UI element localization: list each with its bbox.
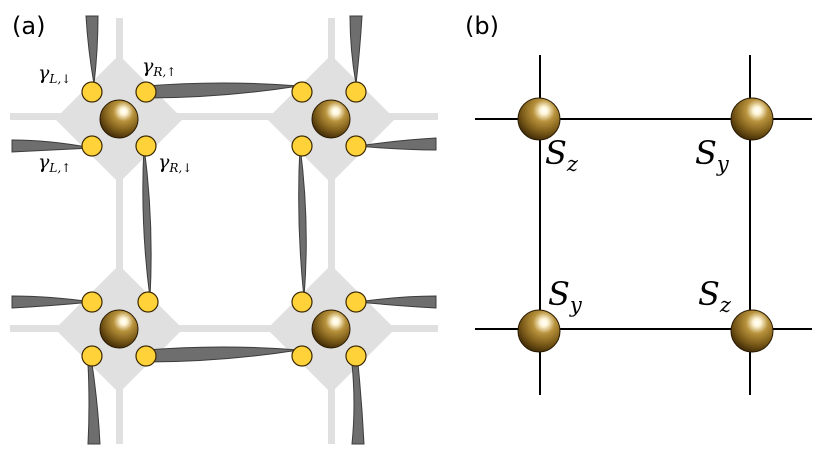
sphere-a-br <box>311 309 351 349</box>
majorana-tr-3 <box>291 135 313 157</box>
gamma-label-left-up: γL,↑ <box>38 151 71 175</box>
gamma-subscript: R,↑ <box>152 65 176 79</box>
sphere-a-tr <box>311 99 351 139</box>
spin-symbol: S <box>698 275 720 313</box>
majorana-br-4 <box>345 345 367 367</box>
majorana-tl-3 <box>81 135 103 157</box>
gamma-symbol: γ <box>38 151 50 173</box>
gamma-label-right-down: γR,↓ <box>158 151 192 175</box>
site-spheres-a <box>99 99 351 349</box>
gamma-subscript: L,↓ <box>48 72 71 86</box>
spin-label-top-left: Sz <box>545 134 579 176</box>
substrate-grid <box>10 18 438 444</box>
spin-label-bottom-left: Sy <box>548 275 583 317</box>
panel-a: (a) <box>10 12 438 445</box>
majorana-br-2 <box>345 291 367 313</box>
gamma-symbol: γ <box>158 151 170 173</box>
majorana-bl-4 <box>135 345 157 367</box>
majorana-bl-3 <box>81 345 103 367</box>
site-spheres-b <box>517 97 774 353</box>
sphere-a-tl <box>99 99 139 139</box>
panel-a-label: (a) <box>12 12 45 40</box>
spin-symbol: S <box>545 134 567 172</box>
coupling-right <box>298 145 307 299</box>
coupling-stub-bottom-left <box>87 363 101 445</box>
majorana-tr-2 <box>345 81 367 103</box>
majorana-tl-4 <box>135 135 157 157</box>
majorana-tr-4 <box>345 135 367 157</box>
majorana-bl-1 <box>81 291 103 313</box>
spin-subscript: y <box>716 152 730 176</box>
substrate-bar-top <box>10 113 438 120</box>
substrate-bar-left <box>116 18 123 444</box>
coupling-stub-bottom-right <box>351 363 365 445</box>
spin-label-top-right: Sy <box>695 134 730 176</box>
coupling-left <box>142 145 152 299</box>
sphere-b-bl <box>517 309 561 353</box>
majorana-modes <box>81 81 367 367</box>
gamma-label-left-down: γL,↓ <box>38 62 71 86</box>
panel-b-label: (b) <box>465 12 499 40</box>
majorana-br-1 <box>291 291 313 313</box>
gamma-subscript: L,↑ <box>48 161 71 175</box>
coupling-top <box>145 82 300 99</box>
substrate-bar-right <box>328 18 335 444</box>
spin-symbol: S <box>695 134 717 172</box>
sphere-a-bl <box>99 309 139 349</box>
gamma-symbol: γ <box>142 55 154 77</box>
coupling-bottom <box>145 346 300 363</box>
panel-b: (b) Sz Sy Sy Sz <box>465 12 812 395</box>
coupling-stub-top-right <box>349 15 363 85</box>
coupling-stub-top-left <box>85 15 99 85</box>
majorana-tl-2 <box>135 81 157 103</box>
spin-subscript: z <box>566 152 579 176</box>
majorana-tl-1 <box>81 81 103 103</box>
majorana-bl-2 <box>137 291 159 313</box>
gamma-symbol: γ <box>38 62 50 84</box>
substrate-bar-bottom <box>10 325 438 332</box>
gamma-subscript: R,↓ <box>168 161 192 175</box>
spin-symbol: S <box>548 275 570 313</box>
sphere-b-tl <box>517 97 561 141</box>
spin-label-bottom-right: Sz <box>698 275 732 317</box>
majorana-br-3 <box>291 345 313 367</box>
sphere-b-tr <box>730 97 774 141</box>
gamma-label-right-up: γR,↑ <box>142 55 176 79</box>
majorana-tr-1 <box>291 81 313 103</box>
spin-subscript: y <box>569 293 583 317</box>
spin-subscript: z <box>719 293 732 317</box>
coupling-strips <box>11 15 437 445</box>
sphere-b-br <box>730 309 774 353</box>
